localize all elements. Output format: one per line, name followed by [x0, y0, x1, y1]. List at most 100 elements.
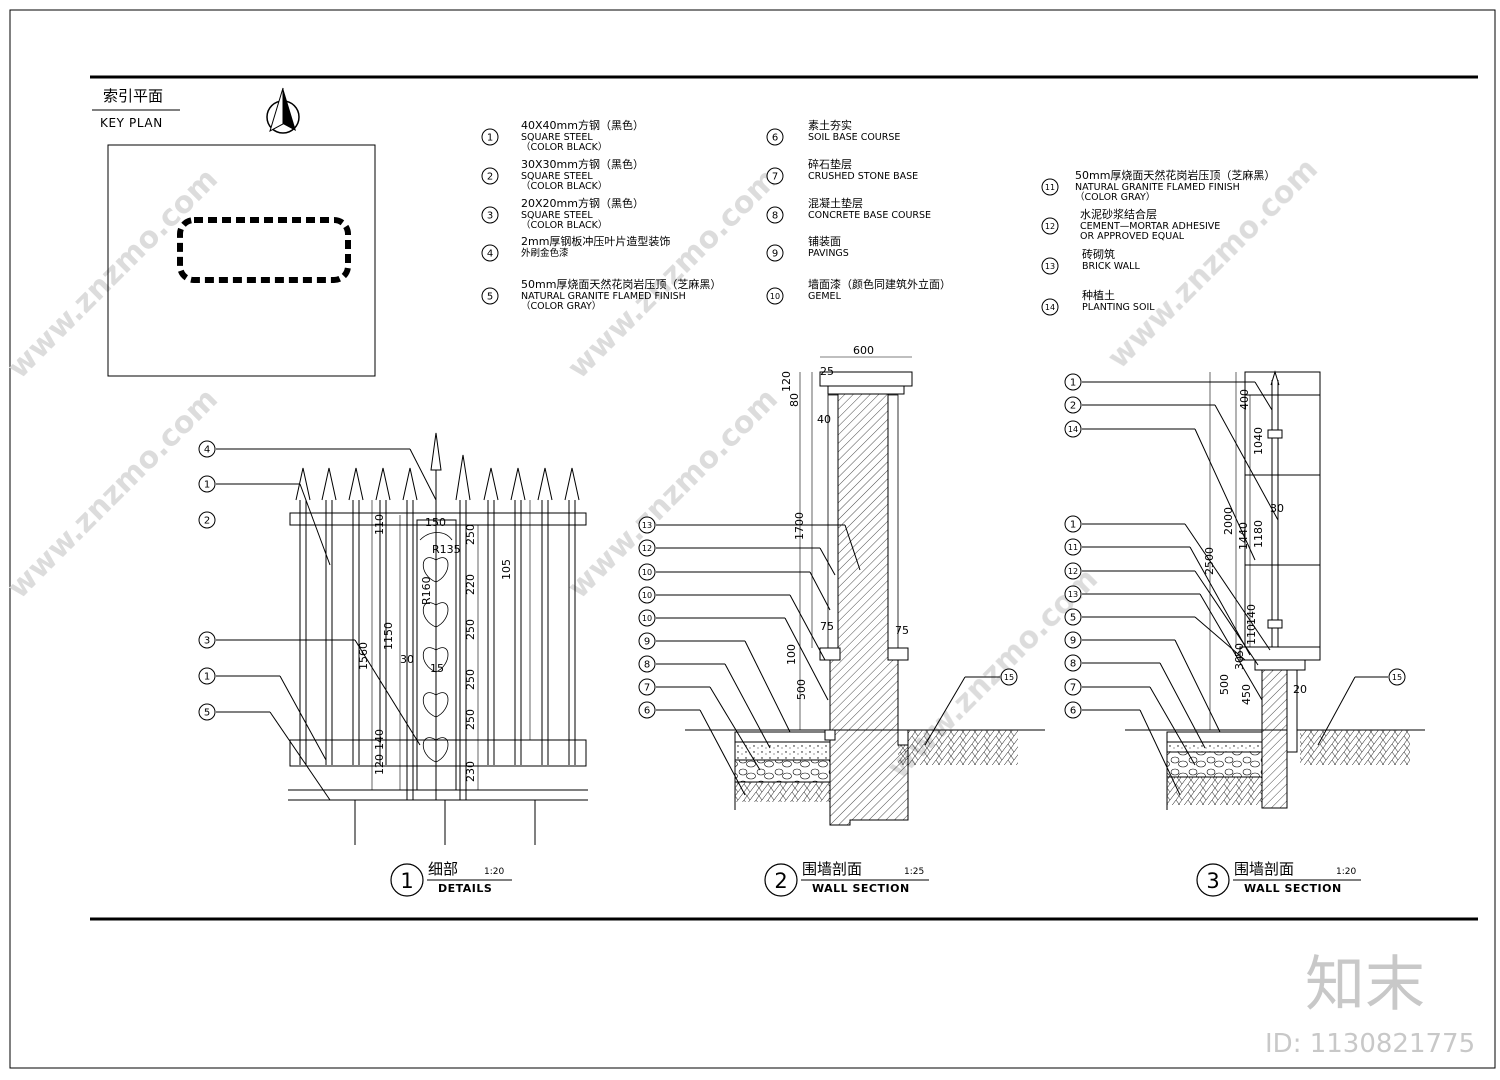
dimension-label: 1440: [1237, 522, 1250, 550]
callout-number: 7: [1070, 683, 1076, 694]
watermark-text: www.znzmo.com: [1, 382, 225, 606]
dimension-label: 1560: [357, 642, 370, 670]
dimension-label: 75: [820, 620, 834, 633]
key-plan-frame: [107, 144, 376, 377]
callout-number: 12: [1045, 222, 1055, 231]
callout-number: 6: [772, 133, 778, 144]
legend-line: 铺装面: [808, 235, 841, 248]
dimension-label: 220: [464, 574, 477, 595]
legend-marker: 5: [481, 287, 499, 305]
callout-marker: 11: [1064, 538, 1082, 556]
legend-line: CEMENT—MORTAR ADHESIVE: [1080, 221, 1220, 232]
dimension-label: 140: [373, 729, 386, 750]
dimension-label: 600: [853, 344, 874, 357]
callout-number: 14: [1068, 425, 1078, 434]
callout-marker: 14: [1064, 420, 1082, 438]
callout-marker: 12: [1064, 562, 1082, 580]
dimension-label: 500: [1218, 674, 1231, 695]
callout-number: 5: [1070, 613, 1076, 624]
callout-number: 9: [1070, 636, 1076, 647]
callout-number: 1: [204, 480, 210, 491]
legend-line: 2mm厚钢板冲压叶片造型装饰: [521, 234, 670, 248]
view-scale: 1:25: [904, 867, 924, 877]
dimension-label: 250: [464, 669, 477, 690]
callout-number: 10: [642, 591, 652, 600]
callout-marker: 5: [198, 703, 216, 721]
fence-pickets: [299, 500, 576, 800]
callout-marker: 9: [638, 632, 656, 650]
callout-marker: 6: [638, 701, 656, 719]
legend-line: CRUSHED STONE BASE: [808, 171, 918, 182]
legend-line: 30X30mm方钢（黑色）: [521, 157, 644, 171]
id-watermark: ID: 1130821775: [1265, 1029, 1475, 1059]
legend-line: GEMEL: [808, 291, 842, 302]
dimension-label: 1150: [382, 622, 395, 650]
legend-line: PLANTING SOIL: [1082, 302, 1155, 313]
callout-number: 10: [642, 614, 652, 623]
legend-line: 砖砌筑: [1082, 247, 1115, 261]
callout-marker: 10: [638, 563, 656, 581]
view-title-en: WALL SECTION: [1244, 882, 1342, 895]
key-plan-outline: [177, 217, 351, 283]
callout-marker: 1: [1064, 515, 1082, 533]
legend-line: 水泥砂浆结合层: [1080, 207, 1157, 221]
legend-marker: 13: [1041, 257, 1059, 275]
legend-line: NATURAL GRANITE FLAMED FINISH: [1075, 182, 1240, 193]
callout-marker: 6: [1064, 701, 1082, 719]
callout-number: 2: [487, 172, 493, 183]
dimension-label: 450: [1240, 684, 1253, 705]
callout-marker: 2: [198, 511, 216, 529]
legend-line: （COLOR BLACK）: [521, 180, 607, 192]
callout-marker: 7: [1064, 678, 1082, 696]
callout-number: 5: [487, 292, 493, 303]
dimension-label: 25: [820, 365, 834, 378]
callout-number: 8: [772, 211, 778, 222]
legend-line: SQUARE STEEL: [521, 132, 593, 143]
view-scale: 1:20: [484, 867, 504, 877]
callout-number: 7: [772, 172, 778, 183]
view-title-en: DETAILS: [438, 882, 492, 895]
callout-number: 15: [1004, 673, 1014, 682]
legend-line: 种植土: [1082, 288, 1115, 302]
callout-number: 11: [1045, 183, 1055, 192]
callout-number: 6: [1070, 706, 1076, 717]
callout-number: 1: [487, 133, 493, 144]
legend-line: （COLOR BLACK）: [521, 141, 607, 153]
view-title-cn: 细部: [428, 860, 458, 878]
legend-line: 20X20mm方钢（黑色）: [521, 196, 644, 210]
view-title-cn: 围墙剖面: [1234, 860, 1294, 878]
dimension-label: 250: [464, 524, 477, 545]
callout-number: 4: [487, 249, 493, 260]
legend-marker: 9: [766, 244, 784, 262]
dimension-label: 400: [1238, 389, 1251, 410]
dimension-label: 150: [425, 516, 446, 529]
spear-tips: [295, 432, 580, 501]
legend-marker: 4: [481, 244, 499, 262]
dimension-label: 250: [464, 709, 477, 730]
callout-marker: 1: [198, 667, 216, 685]
dimension-label: 250: [464, 619, 477, 640]
callout-marker: 8: [638, 655, 656, 673]
dimension-label: 1040: [1252, 427, 1265, 455]
legend-marker: 12: [1041, 217, 1059, 235]
callout-number: 9: [644, 637, 650, 648]
dimension-label: R135: [432, 543, 461, 556]
callout-number: 2: [204, 516, 210, 527]
dimension-label: 1180: [1252, 520, 1265, 548]
view-title-cn: 围墙剖面: [802, 860, 862, 878]
legend-line: NATURAL GRANITE FLAMED FINISH: [521, 291, 686, 302]
callout-number: 5: [204, 708, 210, 719]
callout-marker: 10: [638, 609, 656, 627]
dimension-label: 110: [373, 514, 386, 535]
dimension-label: 1700: [793, 512, 806, 540]
callout-number: 12: [1068, 567, 1078, 576]
callout-number: 8: [644, 660, 650, 671]
watermark-text: www.znzmo.com: [1, 162, 225, 386]
dimension-label: 75: [895, 624, 909, 637]
